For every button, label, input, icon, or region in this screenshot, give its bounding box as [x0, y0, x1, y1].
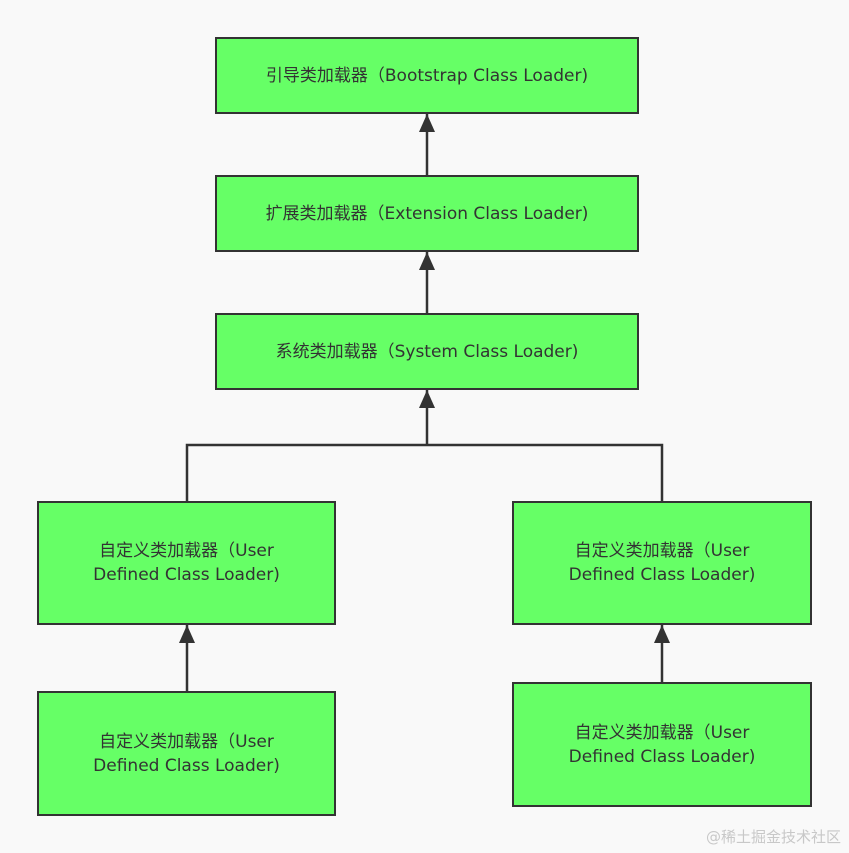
- arrowhead-user-right-top: [654, 625, 670, 643]
- user-defined-label-line2: Defined Class Loader): [568, 746, 756, 767]
- arrowhead-extension: [419, 252, 435, 270]
- arrowhead-user-left-top: [179, 625, 195, 643]
- extension-class-loader-node: 扩展类加载器（Extension Class Loader): [215, 175, 639, 252]
- user-defined-label-line1: 自定义类加载器（User: [99, 731, 274, 752]
- user-defined-label-line1: 自定义类加载器（User: [99, 541, 274, 561]
- user-defined-label-line2: Defined Class Loader): [93, 565, 280, 585]
- user-defined-class-loader-node-right-bottom: 自定义类加载器（User Defined Class Loader): [512, 682, 812, 807]
- user-defined-label-line2: Defined Class Loader): [568, 565, 756, 585]
- system-class-loader-label: 系统类加载器（System Class Loader): [275, 341, 579, 362]
- extension-class-loader-label: 扩展类加载器（Extension Class Loader): [265, 203, 589, 224]
- bootstrap-class-loader-label: 引导类加载器（Bootstrap Class Loader): [265, 65, 589, 86]
- user-defined-label-line2: Defined Class Loader): [93, 755, 280, 776]
- user-defined-class-loader-node-right-top: 自定义类加载器（User Defined Class Loader): [512, 501, 812, 625]
- user-defined-class-loader-node-left-top: 自定义类加载器（User Defined Class Loader): [37, 501, 336, 625]
- arrowhead-bootstrap: [419, 114, 435, 132]
- watermark-text: @稀土掘金技术社区: [705, 828, 841, 846]
- arrowhead-system: [419, 390, 435, 408]
- user-defined-class-loader-node-left-bottom: 自定义类加载器（User Defined Class Loader): [37, 691, 336, 816]
- user-defined-label-line1: 自定义类加载器（User: [574, 722, 750, 743]
- edge-user-left-top-to-system: [185, 443, 427, 502]
- user-defined-label-line1: 自定义类加载器（User: [574, 541, 750, 561]
- system-class-loader-node: 系统类加载器（System Class Loader): [215, 313, 639, 390]
- bootstrap-class-loader-node: 引导类加载器（Bootstrap Class Loader): [215, 37, 639, 114]
- edge-user-right-top-to-system: [427, 443, 664, 502]
